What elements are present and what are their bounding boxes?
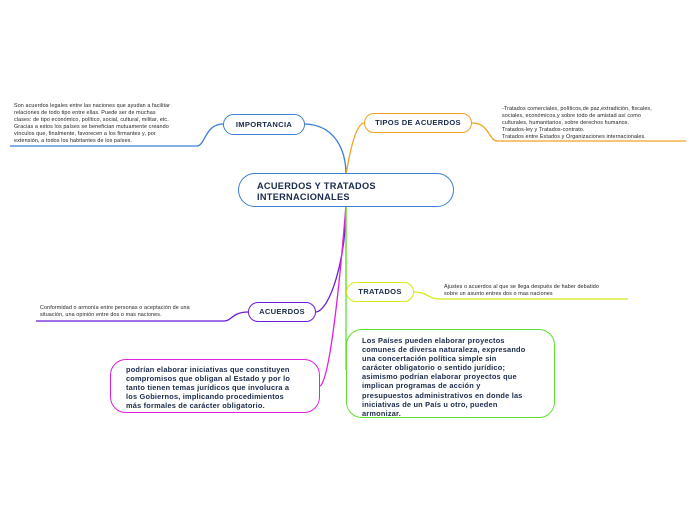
topic-acuerdos[interactable]: ACUERDOS: [248, 302, 316, 322]
note-tipos-line: Tratados-ley y Tratados-contrato.: [502, 127, 585, 133]
note-tratados[interactable]: Ajustes o acuerdos al que se llega despu…: [444, 284, 628, 298]
iniciativas-line: podrían elaborar iniciativas que constit…: [126, 365, 290, 374]
central-topic[interactable]: ACUERDOS Y TRATADOS INTERNACIONALES: [238, 173, 454, 207]
topic-paises[interactable]: Los Países pueden elaborar proyectos com…: [346, 329, 555, 418]
central-topic-line-2: INTERNACIONALES: [257, 192, 350, 202]
link-center-tipos: [345, 122, 365, 176]
note-tipos-line: sociales, económicos,y sobre todo de ami…: [502, 113, 641, 119]
note-tipos-line: Tratados entre Estados y Organizaciones …: [502, 134, 646, 140]
link-center-importancia: [304, 123, 347, 176]
central-topic-line-1: ACUERDOS Y TRATADOS: [257, 181, 376, 191]
paises-line: Los Países pueden elaborar proyectos: [362, 336, 505, 345]
note-importancia-line: Son acuerdos legales entre las naciones …: [14, 103, 171, 109]
paises-line: presupuestos administrativos en donde la…: [362, 390, 523, 400]
note-acuerdos[interactable]: Conformidad o armonía entre personas o a…: [40, 305, 224, 319]
note-acuerdos-line: Conformidad o armonía entre personas o a…: [40, 305, 190, 311]
link-tratados-note: [413, 291, 628, 300]
note-importancia[interactable]: Son acuerdos legales entre las naciones …: [14, 103, 200, 145]
note-tratados-line: Ajustes o acuerdos al que se llega despu…: [444, 284, 599, 290]
note-importancia-line: Gracias a estos los países se benefician…: [14, 124, 169, 130]
topic-tipos-de-acuerdos[interactable]: TIPOS DE ACUERDOS: [364, 113, 472, 133]
paises-line: iniciativas de un País u otro, pueden: [362, 399, 498, 409]
note-tipos-de-acuerdos[interactable]: -Tratados comerciales, políticos,de paz,…: [502, 106, 682, 141]
paises-line: una concertación política simple sin: [362, 354, 497, 364]
topic-iniciativas[interactable]: podrían elaborar iniciativas que constit…: [110, 359, 320, 413]
note-importancia-line: extensión, a todos los habitantes de los…: [14, 138, 133, 144]
note-importancia-line: vínculos que, finalmente, favorecen a lo…: [14, 131, 156, 137]
note-tipos-line: culturales, humanitarios, sobre derechos…: [502, 120, 630, 126]
paises-line: implican programas de acción y: [362, 381, 481, 391]
iniciativas-line: más formales de carácter obligatorio.: [126, 401, 265, 411]
iniciativas-line: tanto tienen temas jurídicos que involuc…: [126, 383, 290, 393]
link-acuerdos-note: [36, 311, 249, 322]
paises-line: carácter obligatorio o sentido jurídico;: [362, 363, 506, 373]
note-importancia-line: clases: de tipo económico, político, soc…: [14, 117, 169, 123]
topic-tratados[interactable]: TRATADOS: [346, 282, 414, 302]
note-importancia-line: relaciones de todo tipo entre ellas. Pue…: [14, 110, 156, 116]
paises-line: comunes de diversa naturaleza, expresand…: [362, 345, 526, 355]
note-tipos-line: -Tratados comerciales, políticos,de paz,…: [502, 106, 652, 112]
iniciativas-line: los Gobiernos, implicando procedimientos: [126, 392, 284, 402]
paises-line: asimismo podrían elaborar proyectos que: [362, 372, 517, 382]
topic-importancia[interactable]: IMPORTANCIA: [223, 114, 305, 135]
link-tipos-note: [471, 122, 686, 142]
note-tratados-line: sobre un asunto entres dos o mas nacione…: [444, 291, 553, 297]
paises-line: armonizar.: [362, 408, 401, 418]
note-acuerdos-line: situación, una opinión entre dos o mas n…: [40, 312, 162, 318]
iniciativas-line: compromisos que obligan al Estado y por …: [126, 374, 291, 384]
link-center-iniciativas: [319, 204, 347, 387]
link-importancia-note: [10, 123, 224, 147]
